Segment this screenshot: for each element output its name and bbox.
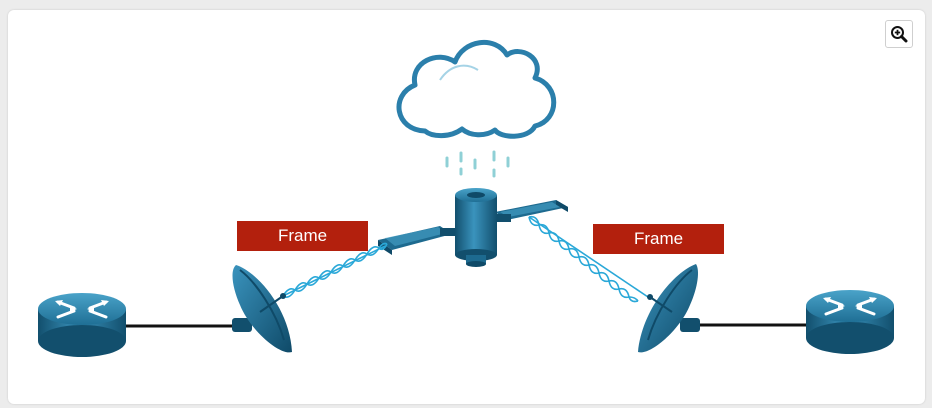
satellite-icon <box>378 188 568 267</box>
router-icon <box>38 293 126 357</box>
cloud-icon <box>396 39 557 139</box>
wireless-signal-icon <box>528 215 649 303</box>
router-icon <box>806 290 894 354</box>
wireless-signal-icon <box>282 242 388 298</box>
frame-label-right: Frame <box>593 224 724 254</box>
satellite-dish-icon <box>638 264 700 353</box>
satellite-dish-icon <box>232 265 292 353</box>
zoom-in-icon <box>891 26 908 43</box>
rain-icon <box>445 150 510 178</box>
zoom-button[interactable] <box>885 20 913 48</box>
frame-label-left: Frame <box>237 221 368 251</box>
